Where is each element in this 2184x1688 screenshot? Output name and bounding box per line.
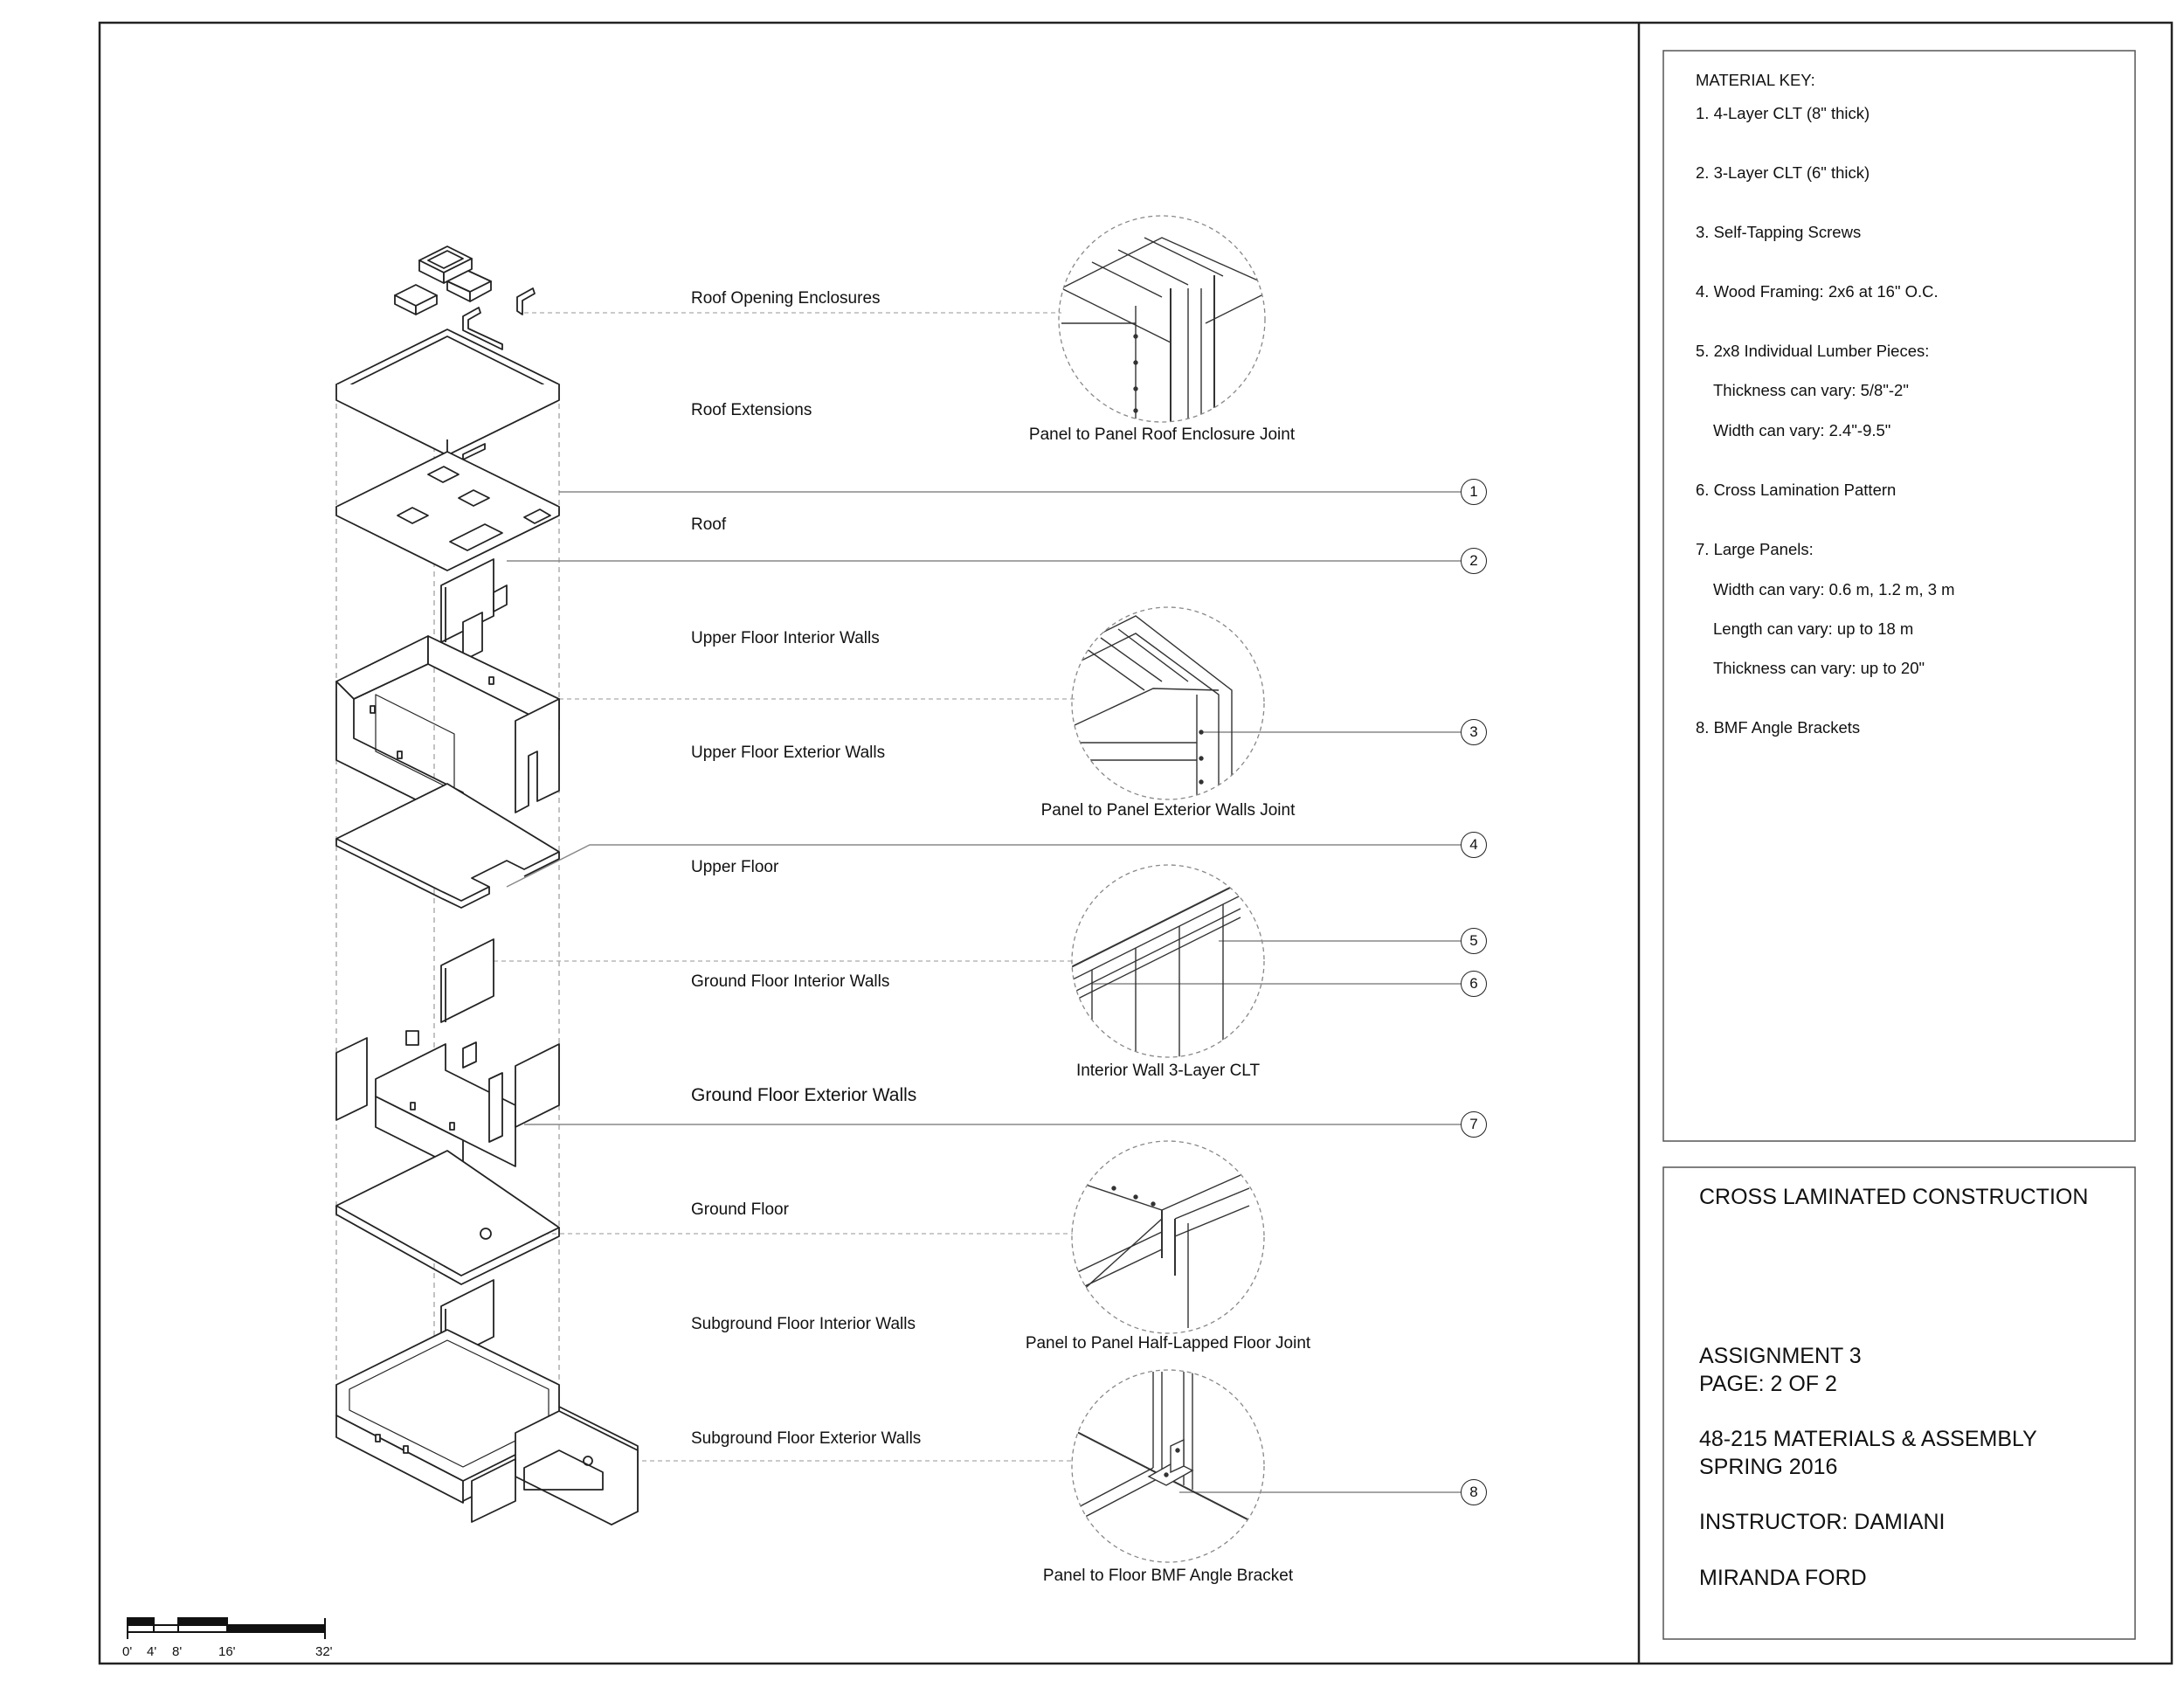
callout-leaders bbox=[506, 491, 1461, 1493]
scale-tick-label: 0' bbox=[122, 1644, 133, 1659]
sheet-border bbox=[98, 21, 2174, 1665]
roof-slab bbox=[335, 451, 560, 571]
callout-7: 7 bbox=[1461, 1111, 1487, 1138]
assignment-number: ASSIGNMENT 3 bbox=[1699, 1344, 1862, 1368]
label-roof-extensions: Roof Extensions bbox=[691, 401, 812, 419]
label-upper-floor-exterior-walls: Upper Floor Exterior Walls bbox=[691, 744, 886, 762]
label-ground-floor-interior-walls: Ground Floor Interior Walls bbox=[691, 972, 890, 991]
caption-roof-enclosure-joint: Panel to Panel Roof Enclosure Joint bbox=[1028, 425, 1296, 444]
alignment-guides bbox=[335, 341, 560, 1433]
material-key-line: 3. Self-Tapping Screws bbox=[1696, 223, 1862, 241]
caption-exterior-walls-joint: Panel to Panel Exterior Walls Joint bbox=[1040, 801, 1296, 820]
label-subground-floor-exterior-walls: Subground Floor Exterior Walls bbox=[691, 1429, 922, 1448]
material-key-line: 8. BMF Angle Brackets bbox=[1696, 718, 1861, 737]
material-key-line: 1. 4-Layer CLT (8" thick) bbox=[1696, 104, 1870, 122]
course-name: 48-215 MATERIALS & ASSEMBLY bbox=[1699, 1427, 2037, 1451]
title-block-box bbox=[1662, 1166, 2136, 1640]
label-roof: Roof bbox=[691, 515, 727, 534]
upper-floor-slab bbox=[335, 783, 560, 909]
scale-tick-label: 16' bbox=[218, 1644, 236, 1659]
material-key-heading: MATERIAL KEY: bbox=[1696, 71, 1815, 89]
callout-6: 6 bbox=[1461, 971, 1487, 997]
scale-tick-label: 4' bbox=[147, 1644, 157, 1659]
author-name: MIRANDA FORD bbox=[1699, 1566, 1867, 1590]
label-roof-opening-enclosures: Roof Opening Enclosures bbox=[691, 289, 881, 308]
material-key-line: 6. Cross Lamination Pattern bbox=[1696, 481, 1897, 499]
callout-5: 5 bbox=[1461, 928, 1487, 954]
subground-floor-exterior-walls bbox=[335, 1329, 639, 1525]
detail-interior-wall-clt bbox=[1071, 864, 1265, 1058]
callout-4: 4 bbox=[1461, 832, 1487, 858]
material-key-line: 4. Wood Framing: 2x6 at 16" O.C. bbox=[1696, 282, 1939, 301]
page-number: PAGE: 2 OF 2 bbox=[1699, 1372, 1837, 1396]
material-key-line: 5. 2x8 Individual Lumber Pieces: bbox=[1696, 342, 1930, 360]
roof-extensions bbox=[335, 329, 560, 460]
caption-half-lapped-floor-joint: Panel to Panel Half-Lapped Floor Joint bbox=[1025, 1334, 1311, 1352]
material-key-box bbox=[1662, 50, 2136, 1142]
detail-half-lapped-floor-joint bbox=[1071, 1140, 1265, 1334]
caption-bmf-angle-bracket: Panel to Floor BMF Angle Bracket bbox=[1042, 1567, 1294, 1585]
material-key-line: Thickness can vary: 5/8"-2" bbox=[1713, 381, 1909, 399]
material-key-line: Width can vary: 0.6 m, 1.2 m, 3 m bbox=[1713, 580, 1955, 598]
exploded-axonometric bbox=[335, 246, 639, 1525]
material-key-line: Thickness can vary: up to 20" bbox=[1713, 659, 1925, 677]
scale-tick-label: 8' bbox=[172, 1644, 183, 1659]
label-ground-floor: Ground Floor bbox=[691, 1200, 789, 1219]
project-title: CROSS LAMINATED CONSTRUCTION bbox=[1699, 1185, 2089, 1209]
caption-interior-wall-clt: Interior Wall 3-Layer CLT bbox=[1075, 1062, 1261, 1080]
label-upper-floor-interior-walls: Upper Floor Interior Walls bbox=[691, 629, 880, 647]
instructor-name: INSTRUCTOR: DAMIANI bbox=[1699, 1510, 1946, 1534]
label-ground-floor-exterior-walls: Ground Floor Exterior Walls bbox=[691, 1085, 917, 1105]
ground-floor-exterior-walls bbox=[335, 1030, 560, 1172]
callout-1: 1 bbox=[1461, 479, 1487, 505]
roof-opening-enclosures bbox=[394, 246, 536, 350]
course-term: SPRING 2016 bbox=[1699, 1455, 1838, 1479]
detail-roof-enclosure-joint bbox=[1058, 215, 1266, 423]
callout-8: 8 bbox=[1461, 1479, 1487, 1505]
ground-floor-slab bbox=[335, 1150, 560, 1285]
callout-2: 2 bbox=[1461, 548, 1487, 574]
material-key-line: 7. Large Panels: bbox=[1696, 540, 1814, 558]
material-key-line: 2. 3-Layer CLT (6" thick) bbox=[1696, 163, 1870, 182]
upper-floor-interior-walls bbox=[440, 558, 508, 661]
upper-floor-exterior-walls bbox=[335, 635, 560, 824]
detail-bmf-angle-bracket bbox=[1071, 1369, 1265, 1563]
material-key-line: Width can vary: 2.4"-9.5" bbox=[1713, 421, 1891, 439]
scale-bar bbox=[127, 1617, 326, 1639]
detail-exterior-walls-joint bbox=[1071, 606, 1265, 800]
label-subground-floor-interior-walls: Subground Floor Interior Walls bbox=[691, 1315, 916, 1333]
label-leaders bbox=[454, 312, 1075, 1462]
ground-floor-interior-walls bbox=[440, 938, 494, 1023]
callout-3: 3 bbox=[1461, 719, 1487, 745]
material-key-line: Length can vary: up to 18 m bbox=[1713, 619, 1914, 638]
label-upper-floor: Upper Floor bbox=[691, 858, 779, 876]
scale-tick-label: 32' bbox=[315, 1644, 333, 1659]
